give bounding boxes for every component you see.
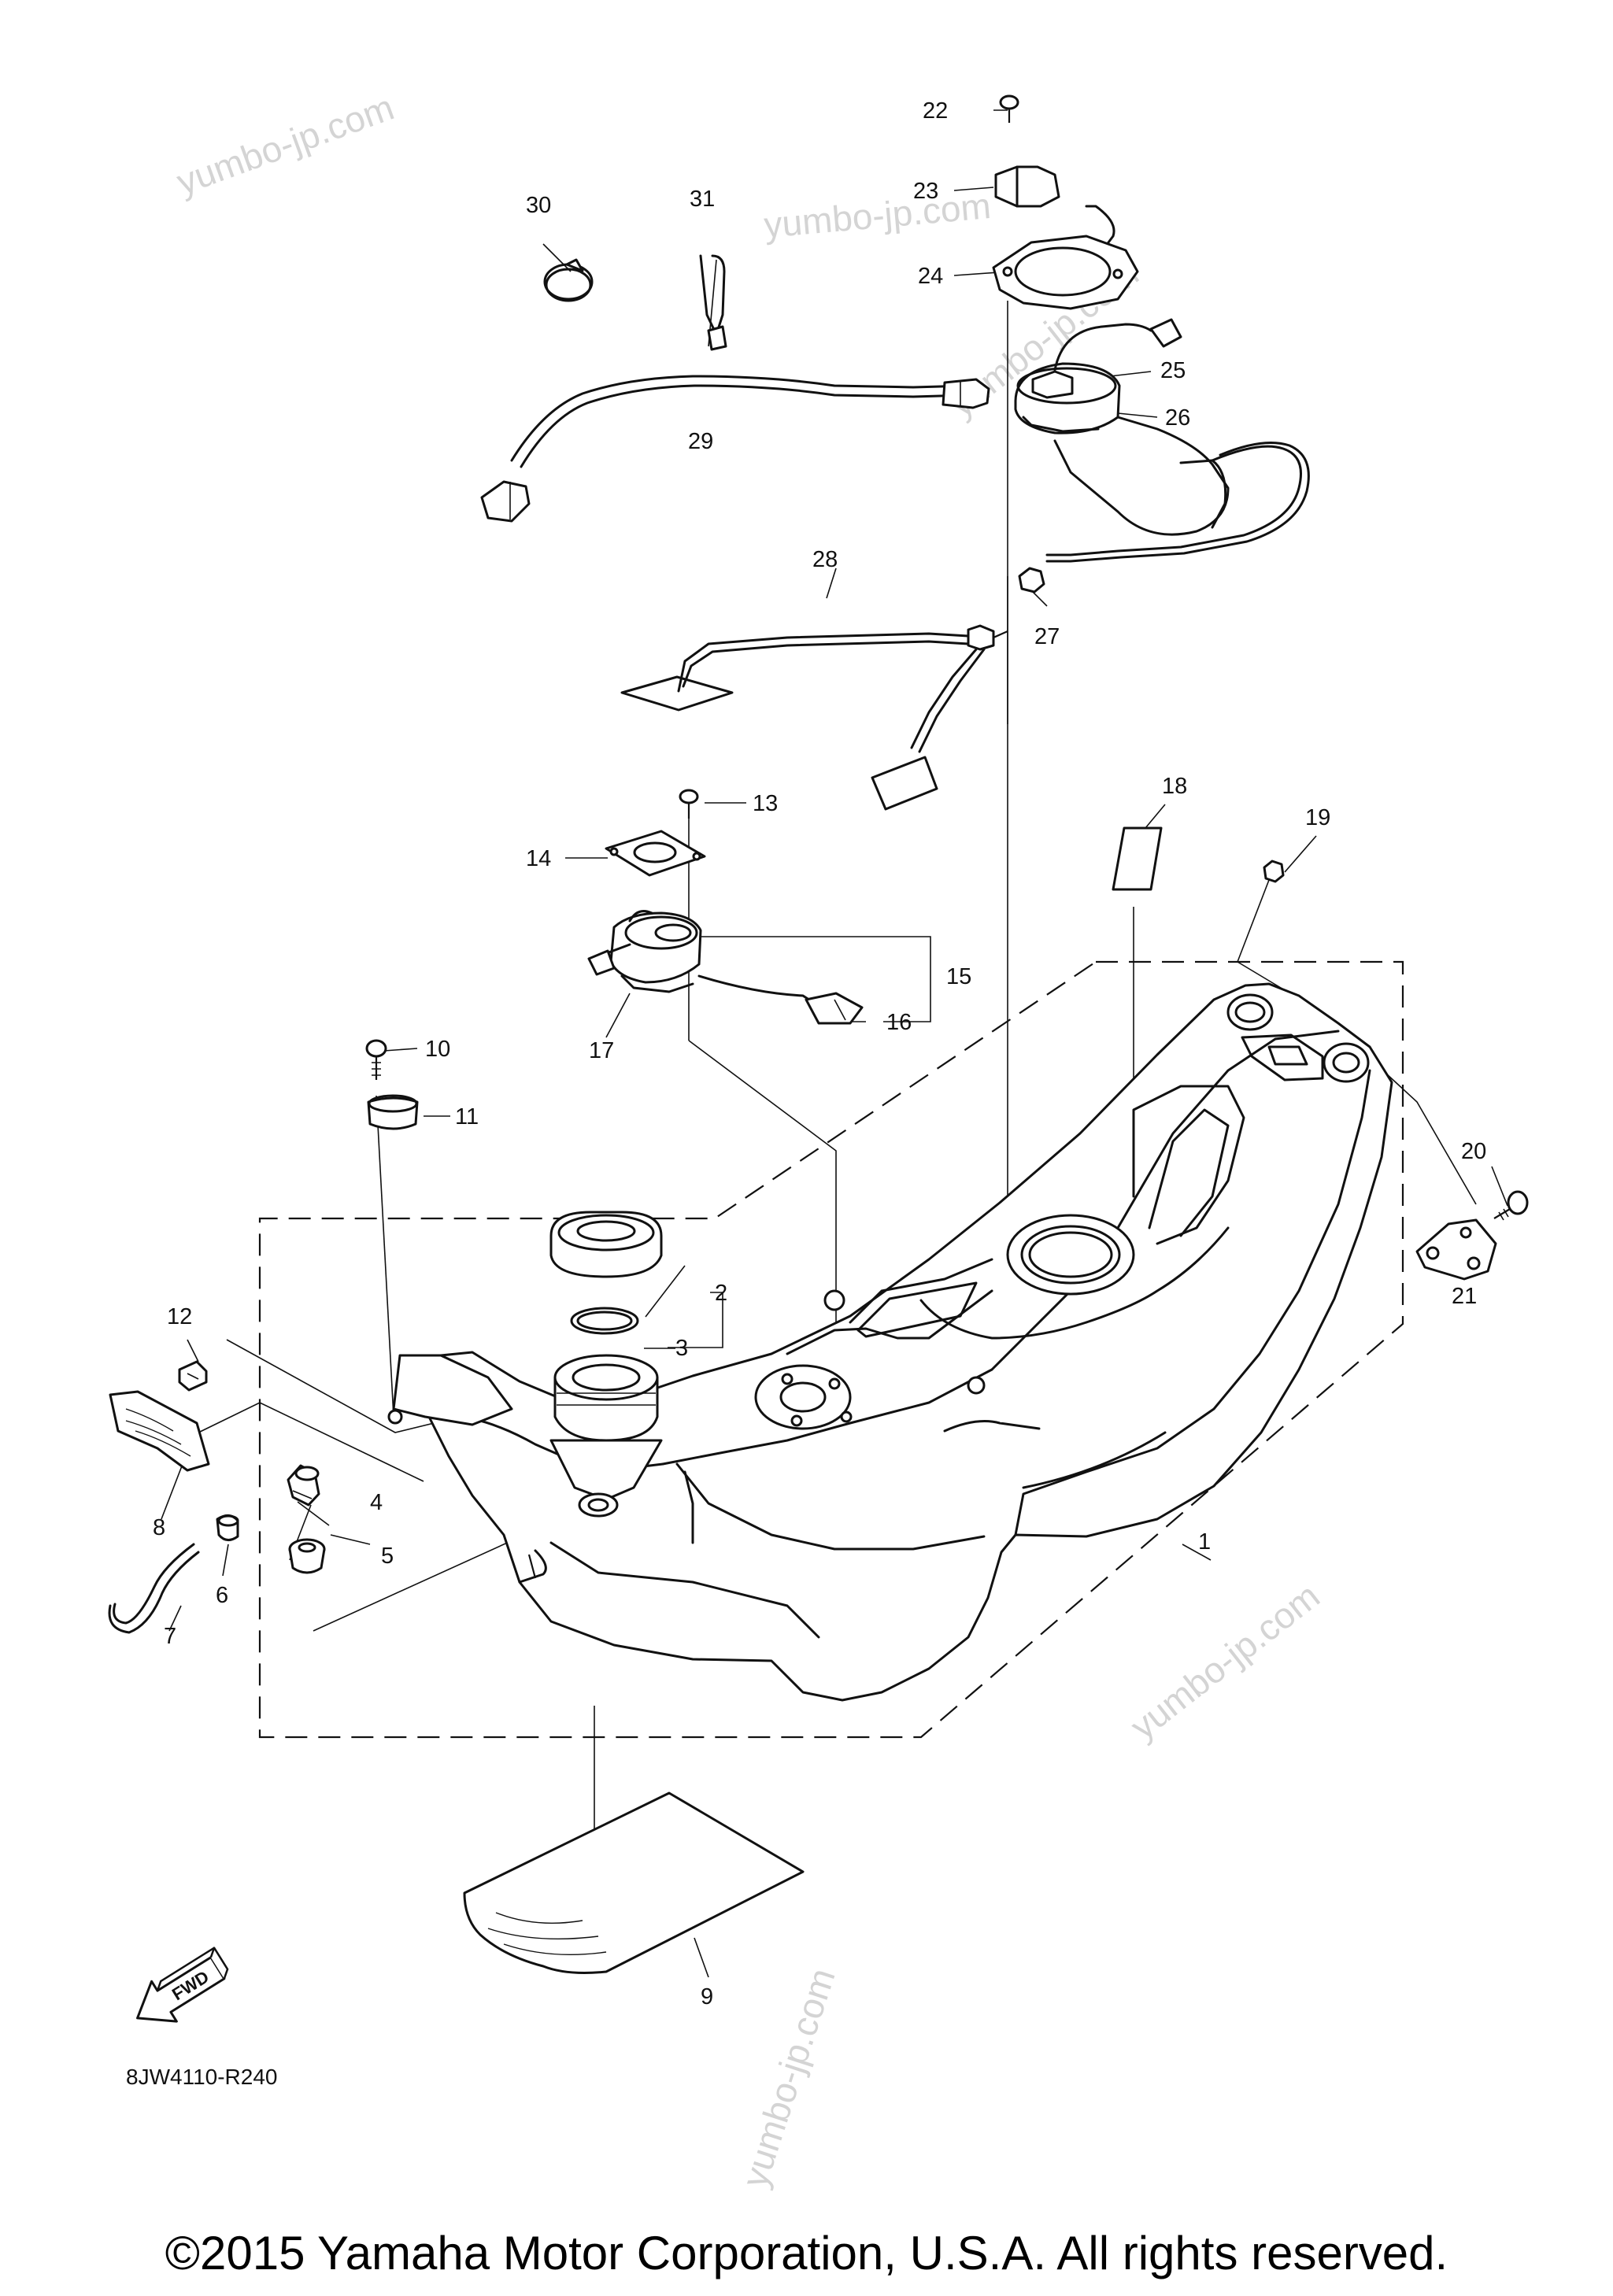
fuel-sender-unit — [587, 910, 864, 1025]
clamp-6 — [216, 1514, 239, 1541]
drawing-code: 8JW4110-R240 — [126, 2065, 277, 2089]
callout-8: 8 — [153, 1515, 165, 1540]
filler-neck — [549, 1354, 663, 1518]
clamp-30 — [543, 258, 594, 302]
callout-28: 28 — [812, 547, 838, 572]
callout-10: 10 — [425, 1037, 450, 1062]
callout-14: 14 — [526, 846, 551, 871]
callout-2: 2 — [715, 1281, 727, 1306]
callout-22: 22 — [923, 98, 948, 124]
fwd-arrow-icon: FWD — [136, 1947, 229, 2023]
callout-9: 9 — [701, 1984, 713, 2009]
fuel-cap — [549, 1211, 663, 1278]
sheet-9 — [463, 1791, 805, 1974]
callout-16: 16 — [886, 1010, 912, 1035]
damper-11 — [367, 1094, 419, 1130]
watermark-text: yumbo-jp.com — [762, 185, 992, 246]
callout-27: 27 — [1034, 624, 1060, 649]
drain-fitting — [287, 1464, 320, 1507]
callout-15: 15 — [946, 964, 971, 989]
callout-21: 21 — [1452, 1284, 1477, 1309]
fuel-tank — [408, 982, 1393, 1702]
callout-24: 24 — [918, 264, 943, 289]
tank-bracket — [387, 1354, 513, 1426]
callout-5: 5 — [381, 1544, 394, 1569]
callout-7: 7 — [164, 1624, 176, 1649]
callout-18: 18 — [1162, 774, 1187, 799]
screw-22 — [999, 94, 1019, 123]
callout-11: 11 — [455, 1104, 479, 1130]
gasket-14 — [605, 830, 706, 877]
bolt-20 — [1493, 1190, 1529, 1221]
nut-19 — [1263, 860, 1285, 883]
callout-20: 20 — [1461, 1139, 1486, 1164]
clip-31 — [699, 254, 727, 351]
fuel-pump — [1014, 318, 1310, 563]
callout-19: 19 — [1305, 805, 1330, 830]
bolt-10 — [365, 1039, 387, 1080]
copyright-notice: ©2015 Yamaha Motor Corporation, U.S.A. A… — [165, 2227, 1448, 2279]
callout-25: 25 — [1160, 358, 1186, 383]
pad-8 — [109, 1390, 210, 1472]
callout-23: 23 — [913, 179, 938, 204]
watermark-text: yumbo-jp.com — [1123, 1575, 1327, 1747]
hose-7 — [108, 1543, 200, 1634]
callout-12: 12 — [167, 1304, 192, 1329]
grommet-5 — [288, 1538, 326, 1574]
callout-3: 3 — [675, 1336, 688, 1361]
watermark-text: yumbo-jp.com — [172, 87, 399, 203]
label-18 — [1112, 826, 1163, 891]
bolt-13 — [679, 789, 699, 819]
vent-hose-28 — [620, 624, 1008, 811]
clip-nut-12 — [178, 1360, 208, 1392]
o-ring — [570, 1307, 639, 1335]
callout-13: 13 — [753, 791, 778, 816]
nut-27 — [1018, 567, 1045, 593]
fuel-hose-29 — [480, 375, 990, 523]
callout-6: 6 — [216, 1583, 228, 1608]
callout-4: 4 — [370, 1490, 383, 1515]
callout-1: 1 — [1198, 1529, 1211, 1555]
callout-31: 31 — [690, 187, 715, 212]
connector-23 — [994, 165, 1115, 247]
callout-30: 30 — [526, 193, 551, 218]
callout-numbers: 1 2 3 4 5 6 7 8 9 10 11 12 13 14 15 16 1… — [153, 98, 1486, 2009]
bracket-21 — [1415, 1218, 1497, 1281]
callout-17: 17 — [589, 1038, 614, 1063]
callout-26: 26 — [1165, 405, 1190, 431]
callout-29: 29 — [688, 429, 713, 454]
watermark-text: yumbo-jp.com — [734, 1963, 843, 2192]
gasket-24 — [992, 235, 1139, 310]
